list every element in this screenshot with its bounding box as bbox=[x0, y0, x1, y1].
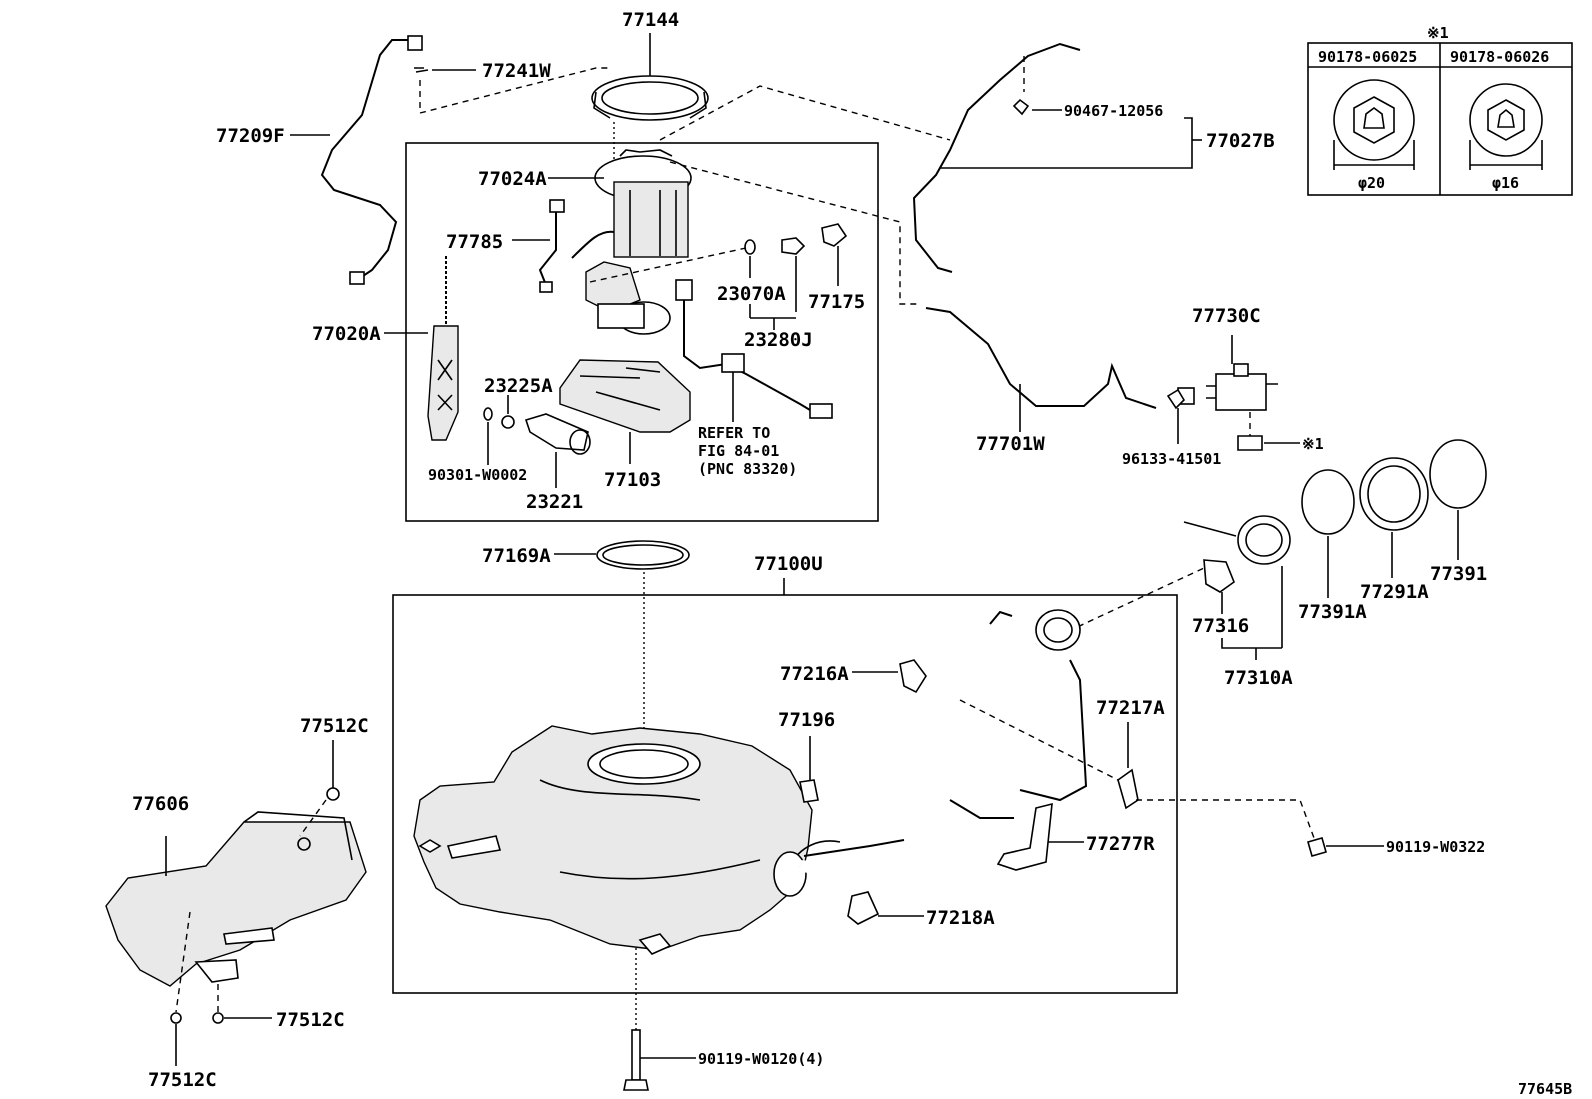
label-77701W: 77701W bbox=[976, 433, 1045, 455]
label-77606: 77606 bbox=[132, 793, 189, 815]
clamp-77218a bbox=[847, 891, 880, 925]
ref-line-1: REFER TO bbox=[698, 424, 770, 442]
table-col1-header: 90178-06025 bbox=[1318, 48, 1417, 66]
label-77209F: 77209F bbox=[216, 125, 285, 147]
label-77277R: 77277R bbox=[1086, 833, 1155, 855]
table-dim1: φ20 bbox=[1358, 174, 1385, 192]
vent-hose-77027b bbox=[912, 42, 1081, 273]
label-77291A: 77291A bbox=[1360, 581, 1429, 603]
hose-77209f bbox=[320, 39, 421, 279]
oring-23225a bbox=[501, 415, 515, 429]
clip-77175 bbox=[821, 223, 848, 247]
clamp-90467-12056 bbox=[1012, 98, 1030, 116]
fuel-pump-assembly-box bbox=[405, 142, 879, 522]
pump-module-77024a bbox=[594, 149, 692, 258]
ref-line-2: FIG 84-01 bbox=[698, 442, 779, 460]
tube-77701w bbox=[925, 307, 1157, 409]
bolt-90119-w0322 bbox=[1307, 837, 1327, 857]
clip-77512c-bottom bbox=[170, 1012, 182, 1024]
label-77391A: 77391A bbox=[1298, 601, 1367, 623]
bracket-77020a bbox=[427, 256, 459, 441]
fuel-cap-assembly bbox=[1183, 439, 1487, 593]
filler-neck bbox=[1035, 609, 1081, 651]
label-77512C-mid: 77512C bbox=[276, 1009, 345, 1031]
clamp-77217a bbox=[1117, 768, 1139, 810]
label-77144: 77144 bbox=[622, 9, 679, 31]
bolt-90119-w0120 bbox=[623, 1029, 649, 1091]
label-90301-W0002: 90301-W0002 bbox=[428, 466, 527, 484]
table-dim2: φ16 bbox=[1492, 174, 1519, 192]
gasket-77169a bbox=[596, 540, 690, 570]
wire-77785 bbox=[538, 212, 557, 291]
filter-77730c bbox=[1177, 363, 1278, 411]
filter-23280j bbox=[781, 237, 806, 255]
clamp-96133-41501 bbox=[1166, 388, 1186, 410]
label-77175: 77175 bbox=[808, 291, 865, 313]
label-77316: 77316 bbox=[1192, 615, 1249, 637]
gasket-77391a bbox=[1301, 469, 1355, 535]
label-23070A: 23070A bbox=[717, 283, 786, 305]
fuel-tank-77100u bbox=[413, 725, 841, 955]
label-77024A: 77024A bbox=[478, 168, 547, 190]
label-23225A: 23225A bbox=[484, 375, 553, 397]
label-23280J: 23280J bbox=[744, 329, 813, 351]
gasket-77391 bbox=[1429, 439, 1487, 509]
label-96133-41501: 96133-41501 bbox=[1122, 450, 1221, 468]
oring-23070a bbox=[744, 239, 756, 255]
label-77169A: 77169A bbox=[482, 545, 551, 567]
nut-90178 bbox=[1237, 435, 1263, 451]
retainer-ring-77144 bbox=[591, 33, 709, 121]
label-77218A: 77218A bbox=[926, 907, 995, 929]
clip-77196 bbox=[799, 779, 819, 803]
label-77241W: 77241W bbox=[482, 60, 551, 82]
oring-90301-w0002 bbox=[483, 407, 493, 421]
label-77196: 77196 bbox=[778, 709, 835, 731]
label-90119-W0120: 90119-W0120(4) bbox=[698, 1050, 824, 1068]
clip-77512c-mid bbox=[212, 1012, 224, 1024]
label-77730C: 77730C bbox=[1192, 305, 1261, 327]
label-77027B: 77027B bbox=[1206, 130, 1275, 152]
label-77512C-top: 77512C bbox=[300, 715, 369, 737]
table-col2-header: 90178-06026 bbox=[1450, 48, 1549, 66]
heat-shield-77606 bbox=[105, 811, 367, 987]
clamp-77216a bbox=[899, 659, 927, 694]
label-mark-1: ※1 bbox=[1302, 435, 1324, 453]
ring-77291a bbox=[1359, 457, 1429, 531]
pump-sender-77024a-body bbox=[571, 230, 671, 335]
label-90119-W0322: 90119-W0322 bbox=[1386, 838, 1485, 856]
clip-77241w bbox=[414, 67, 429, 73]
label-77310A: 77310A bbox=[1224, 667, 1293, 689]
label-77391: 77391 bbox=[1430, 563, 1487, 585]
table-mark: ※1 bbox=[1427, 24, 1449, 42]
sub-tank-77103 bbox=[559, 359, 691, 433]
label-77512C-bottom: 77512C bbox=[148, 1069, 217, 1091]
label-77100U: 77100U bbox=[754, 553, 823, 575]
label-90467-12056: 90467-12056 bbox=[1064, 102, 1163, 120]
label-77103: 77103 bbox=[604, 469, 661, 491]
gasket-size-table: ※1 90178-06025 90178-06026 φ20 φ16 bbox=[1307, 24, 1573, 196]
sender-wire bbox=[683, 300, 811, 411]
label-77020A: 77020A bbox=[312, 323, 381, 345]
label-77217A: 77217A bbox=[1096, 697, 1165, 719]
ref-line-3: (PNC 83320) bbox=[698, 460, 797, 478]
fuel-tank-assembly-box bbox=[392, 594, 1178, 994]
fuel-pump-23221 bbox=[524, 413, 591, 455]
clip-77512c-top bbox=[326, 787, 340, 801]
label-77785: 77785 bbox=[446, 231, 503, 253]
label-23221: 23221 bbox=[526, 491, 583, 513]
label-77216A: 77216A bbox=[780, 663, 849, 685]
diagram-id: 77645B bbox=[1518, 1080, 1572, 1098]
bracket-77277r bbox=[996, 802, 1053, 871]
